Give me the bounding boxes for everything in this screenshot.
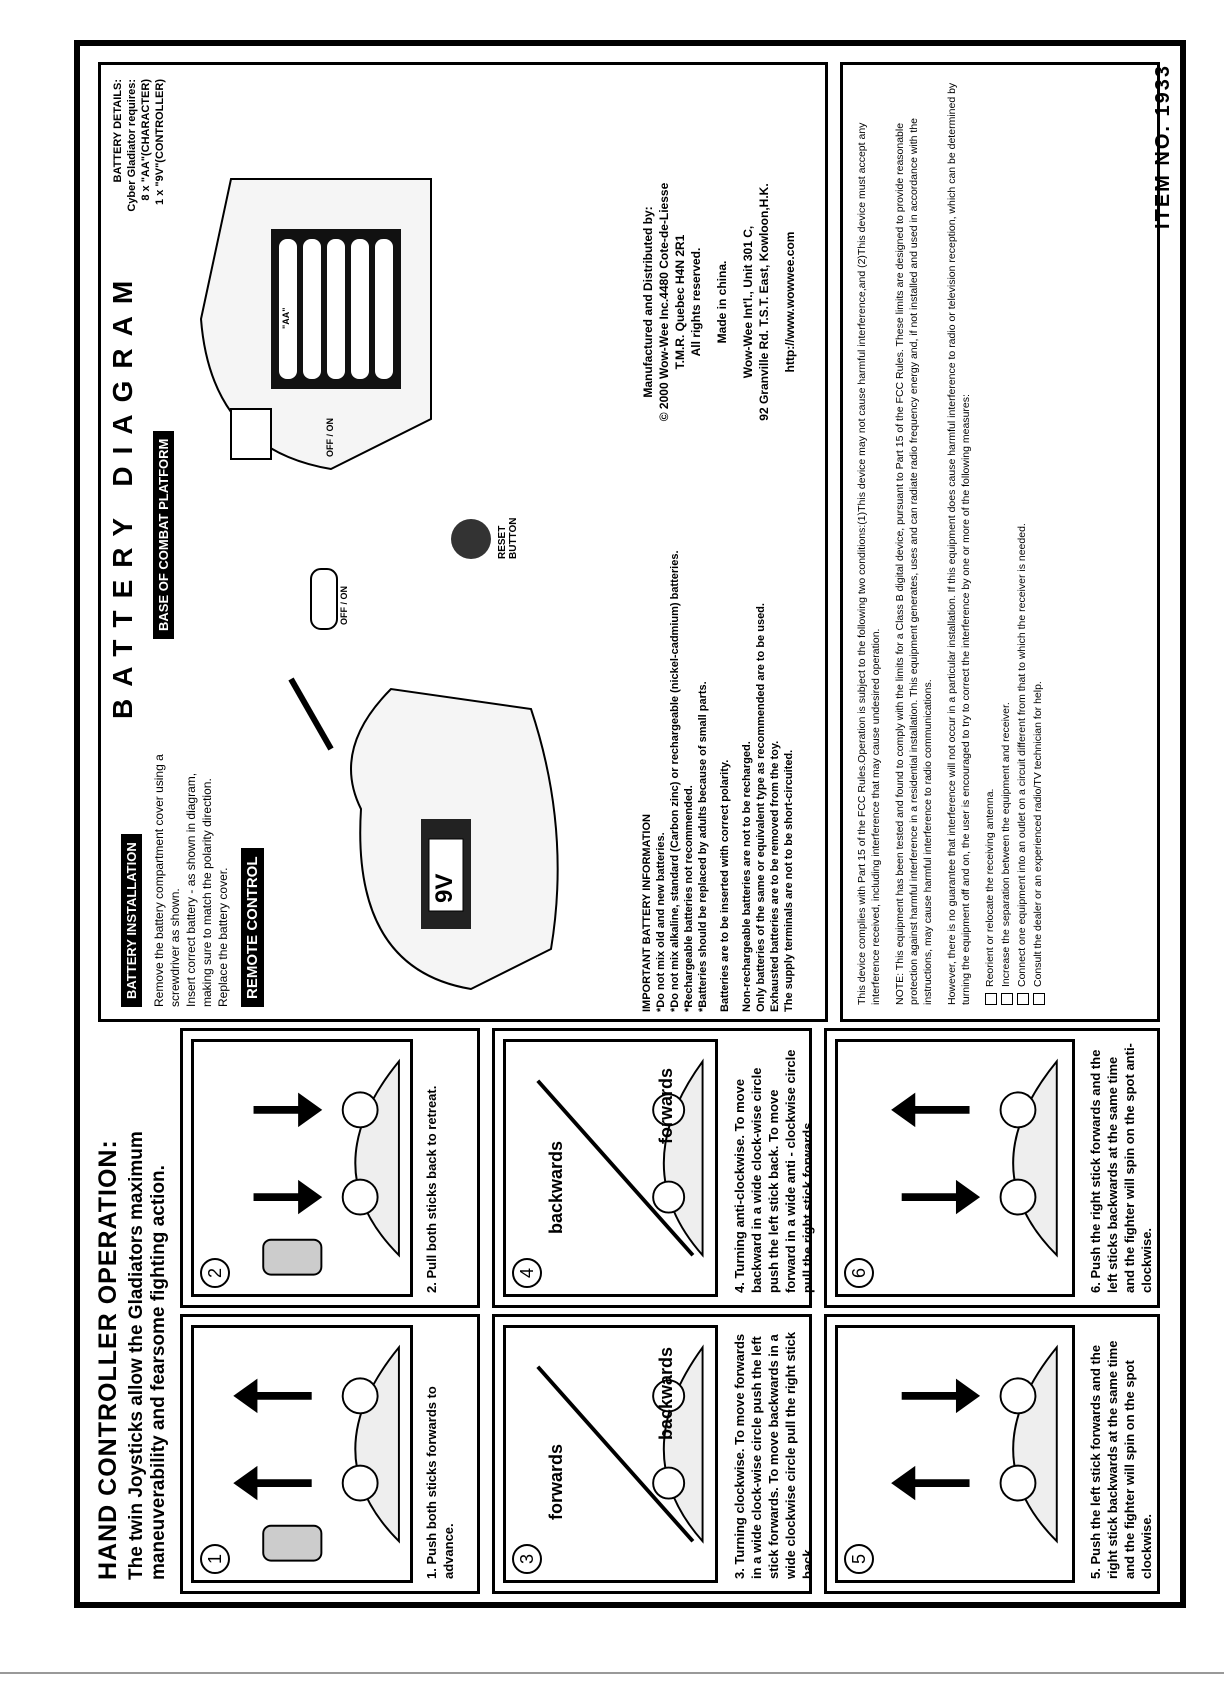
controller-illustration-icon: [891, 1058, 1058, 1258]
step-panel-1: 1 1. Push both sticks forwards to advanc…: [180, 1314, 480, 1594]
manufacturer-info: Manufactured and Distributed by: © 2000 …: [640, 92, 798, 512]
important-more: The supply terminals are not to be short…: [783, 749, 795, 1012]
battery-details-title: BATTERY DETAILS:: [112, 79, 124, 183]
step-panel-4: 4 backwards forwards 4. Turning anti-clo…: [492, 1028, 815, 1308]
direction-label: backwards: [656, 1346, 676, 1440]
important-line: *Do not mix old and new batteries.: [655, 832, 667, 1012]
checkbox-icon: [1033, 993, 1045, 1005]
manufacturer-line: All rights reserved.: [689, 247, 703, 357]
step-illustration: 4 backwards forwards: [503, 1039, 718, 1297]
fcc-paragraph: This device complies with Part 15 of the…: [856, 122, 882, 1005]
step-caption: 1. Push both sticks forwards to advance.: [424, 1386, 456, 1579]
direction-label: forwards: [546, 1443, 566, 1520]
battery-diagram-title: BATTERY DIAGRAM: [107, 268, 138, 719]
step-number: 3: [512, 1544, 542, 1574]
fcc-measure: Consult the dealer or an experienced rad…: [1031, 79, 1045, 1005]
checkbox-icon: [985, 993, 997, 1005]
install-step: Remove the battery compartment cover usi…: [152, 754, 182, 1007]
battery-installation-tag: BATTERY INSTALLATION: [121, 834, 142, 1007]
fcc-notice-box: This device complies with Part 15 of the…: [840, 62, 1160, 1022]
controller-illustration-icon: [536, 1058, 704, 1258]
battery-details-line: 1 x "9V"(CONTROLLER): [154, 79, 166, 205]
step-number: 1: [200, 1544, 230, 1574]
step-panel-3: 3 forwards backwards 3. Turning clockwis…: [492, 1314, 815, 1594]
important-more: Exhausted batteries are to be removed fr…: [769, 740, 781, 1012]
important-line: *Batteries should be replaced by adults …: [697, 681, 709, 1012]
instruction-sheet: HAND CONTROLLER OPERATION: The twin Joys…: [74, 40, 1186, 1608]
manufacturer-line: Manufactured and Distributed by:: [641, 206, 655, 398]
step-caption: 6. Push the right stick forwards and the…: [1088, 1043, 1154, 1293]
manufacturer-line: © 2000 Wow-Wee Inc.4480 Cote-de-Liesse: [657, 182, 671, 422]
manufacturer-line: T.M.R. Quebec H4N 2R1: [673, 234, 687, 370]
battery-diagram-box: BATTERY DIAGRAM BATTERY INSTALLATION Rem…: [98, 62, 828, 1022]
important-battery-info: IMPORTANT BATTERY INFORMATION *Do not mi…: [640, 532, 796, 1012]
step-number: 6: [844, 1258, 874, 1288]
important-more: Only batteries of the same or equivalent…: [755, 603, 767, 1012]
battery-installation-steps: Remove the battery compartment cover usi…: [151, 737, 231, 1007]
battery-details: BATTERY DETAILS: Cyber Gladiator require…: [111, 79, 167, 212]
step-panel-2: 2 2. Pull both sticks back to retreat.: [180, 1028, 480, 1308]
step-panel-5: 5 5. Push the left stick forwards and th…: [824, 1314, 1160, 1594]
hand-controller-intro: The twin Joysticks allow the Gladiators …: [126, 1131, 169, 1580]
fcc-measure-text: Consult the dealer or an experienced rad…: [1032, 681, 1044, 987]
install-step: Replace the battery cover.: [216, 867, 230, 1007]
direction-label: backwards: [546, 1140, 566, 1234]
remote-switch-label: OFF / ON: [339, 586, 349, 625]
install-step: Insert correct battery - as shown in dia…: [184, 772, 214, 1007]
important-line: *Do not mix alkaline, standard (Carbon z…: [669, 550, 681, 1012]
controller-illustration-icon: [536, 1344, 704, 1544]
fcc-measure-text: Increase the separation between the equi…: [1000, 702, 1012, 987]
base-switch-label: OFF / ON: [325, 418, 335, 457]
hand-controller-title: HAND CONTROLLER OPERATION:: [94, 1139, 122, 1580]
step-caption: 2. Pull both sticks back to retreat.: [424, 1085, 439, 1293]
rotated-content: HAND CONTROLLER OPERATION: The twin Joys…: [80, 46, 1180, 1602]
step-number: 4: [512, 1258, 542, 1288]
made-in: Made in china.: [715, 260, 729, 344]
controller-illustration-icon: [253, 1058, 400, 1276]
website-link[interactable]: http://www.wowwee.com: [783, 231, 797, 373]
step-illustration: 5: [835, 1325, 1075, 1583]
reset-button-label: RESET BUTTON: [497, 517, 519, 559]
polarity-note: Batteries are to be inserted with correc…: [719, 759, 731, 1012]
scan-edge-line: [0, 1672, 1224, 1674]
fcc-measure: Increase the separation between the equi…: [999, 79, 1013, 1005]
fcc-measure-text: Reorient or relocate the receiving anten…: [984, 788, 996, 987]
fcc-measure: Reorient or relocate the receiving anten…: [983, 79, 997, 1005]
address-line: Wow-Wee Int'l., Unit 301 C,: [741, 225, 755, 379]
step-illustration: 2: [191, 1039, 413, 1297]
step-caption: 5. Push the left stick forwards and the …: [1088, 1340, 1154, 1579]
fcc-paragraph: However, there is no guarantee that inte…: [946, 82, 972, 1005]
direction-label: forwards: [656, 1067, 676, 1144]
step-caption: 3. Turning clockwise. To move forwards i…: [732, 1331, 815, 1579]
step-illustration: 6: [835, 1039, 1075, 1297]
important-line: *Rechargeable batteries not recommended.: [683, 785, 695, 1012]
step-caption: 4. Turning anti-clockwise. To move backw…: [732, 1049, 815, 1293]
step-illustration: 3 forwards backwards: [503, 1325, 718, 1583]
step-panel-6: 6 6. Push the right stick forwards and t…: [824, 1028, 1160, 1308]
important-more: Non-rechargeable batteries are not to be…: [741, 741, 753, 1012]
step-illustration: 1: [191, 1325, 413, 1583]
controller-illustration-icon: [891, 1344, 1058, 1544]
battery-details-line: Cyber Gladiator requires:: [126, 79, 138, 212]
checkbox-icon: [1001, 993, 1013, 1005]
fcc-paragraph: NOTE: This equipment has been tested and…: [894, 117, 934, 1005]
address-line: 92 Granville Rd. T.S.T. East, Kowloon,H.…: [757, 183, 771, 421]
controller-illustration-icon: [233, 1344, 400, 1562]
aa-battery-label: "AA": [281, 307, 291, 329]
step-number: 5: [844, 1544, 874, 1574]
important-title: IMPORTANT BATTERY INFORMATION: [641, 814, 653, 1012]
remote-control-diagram-icon: [288, 519, 559, 991]
combat-platform-battery-icon: [199, 178, 432, 471]
battery-details-line: 8 x "AA"(CHARACTER): [140, 79, 152, 201]
fcc-measure: Connect one equipment into an outlet on …: [1015, 79, 1029, 1005]
fcc-measure-text: Connect one equipment into an outlet on …: [1016, 523, 1028, 987]
step-number: 2: [200, 1258, 230, 1288]
item-number: ITEM NO. 1933: [1152, 64, 1174, 229]
checkbox-icon: [1017, 993, 1029, 1005]
nine-volt-label: 9V: [431, 873, 458, 903]
remote-control-tag: REMOTE CONTROL: [241, 848, 264, 1007]
